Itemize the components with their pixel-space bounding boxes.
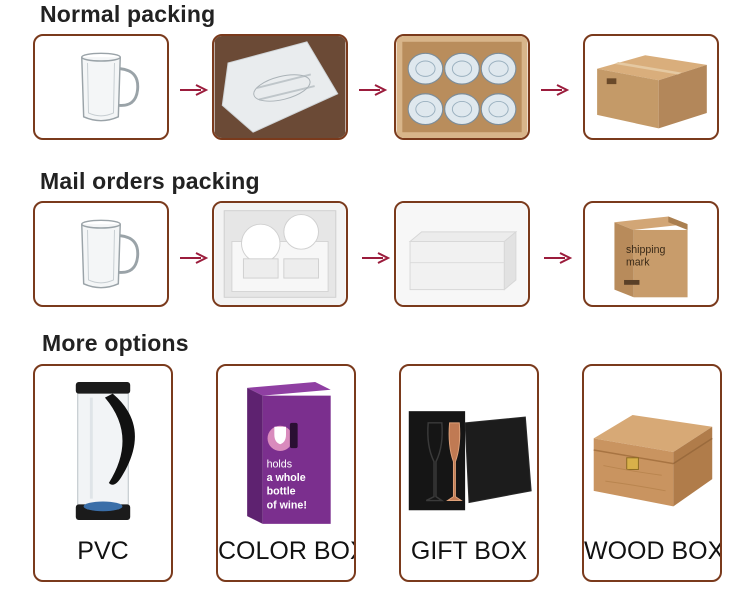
wood-box-image <box>593 415 713 507</box>
arrow-icon <box>180 252 209 264</box>
shipping-carton-image: shipping mark <box>614 216 688 298</box>
option-label-gift-box: GIFT BOX <box>410 537 528 565</box>
arrow-icon <box>541 84 570 96</box>
foam-insert-image <box>214 203 346 305</box>
normal-step-bubble-wrap <box>212 34 348 140</box>
gift-box-image <box>408 411 532 511</box>
glass-mug-image <box>81 52 140 122</box>
color-box-text-line1: holds <box>267 459 293 471</box>
sealed-carton-image <box>597 55 707 129</box>
shipping-mark-line1: shipping <box>626 244 666 256</box>
open-carton-image <box>396 36 528 138</box>
normal-step-carton-with-glasses <box>394 34 530 140</box>
white-box-image <box>396 203 528 305</box>
color-box-text-line2: a whole <box>267 472 306 484</box>
normal-step-sealed-carton <box>583 34 719 140</box>
color-box-image: holds a whole bottle of wine! <box>247 382 331 524</box>
option-label-color-box: COLOR BOX <box>218 537 356 565</box>
arrow-icon <box>362 252 391 264</box>
shipping-mark-line2: mark <box>626 257 650 269</box>
bubble-wrapped-glass-image <box>214 36 346 138</box>
pvc-tube-image <box>75 382 135 520</box>
option-label-pvc: PVC <box>77 537 129 565</box>
option-pvc: PVC <box>33 364 173 582</box>
option-wood-box: WOOD BOX <box>582 364 722 582</box>
section-title-normal-packing: Normal packing <box>40 1 216 27</box>
mail-step-glass-mug <box>33 201 169 307</box>
option-label-wood-box: WOOD BOX <box>584 537 722 565</box>
normal-step-glass-mug <box>33 34 169 140</box>
section-title-more-options: More options <box>42 330 189 356</box>
glass-mug-image <box>81 219 140 289</box>
arrow-icon <box>359 84 388 96</box>
option-gift-box: GIFT BOX <box>399 364 539 582</box>
arrow-icon <box>180 84 209 96</box>
mail-step-foam-insert <box>212 201 348 307</box>
option-color-box: holds a whole bottle of wine! COLOR BOX <box>216 364 356 582</box>
section-title-mail-orders-packing: Mail orders packing <box>40 168 260 194</box>
mail-step-white-box <box>394 201 530 307</box>
arrow-icon <box>544 252 573 264</box>
mail-step-shipping-carton: shipping mark <box>583 201 719 307</box>
color-box-text-line3: bottle <box>267 486 296 498</box>
color-box-text-line4: of wine! <box>267 499 307 511</box>
